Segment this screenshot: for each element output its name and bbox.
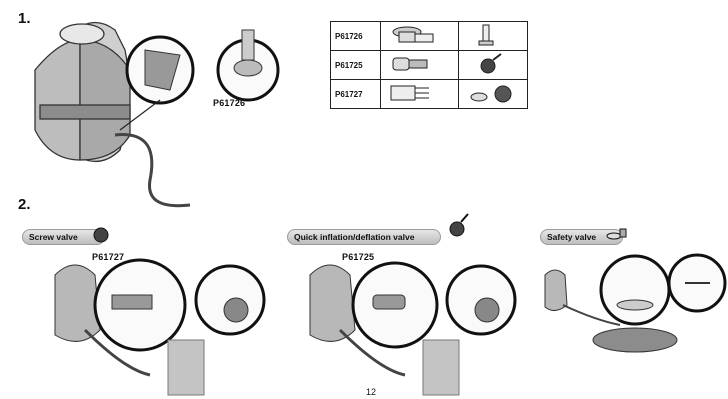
parts-table-row: P61726 xyxy=(331,22,528,51)
safety-valve-illustration xyxy=(535,245,728,390)
safety-valve-tag-label: Safety valve xyxy=(547,232,596,242)
connector-tube-icon xyxy=(463,23,523,47)
quick-valve-tag: Quick inflation/deflation valve xyxy=(287,229,441,245)
part-code: P61725 xyxy=(331,51,381,80)
parts-table: P61726 P61725 xyxy=(330,21,528,109)
pump-illustration xyxy=(35,23,130,162)
parts-table-row: P61727 xyxy=(331,80,528,109)
part-code: P61727 xyxy=(331,80,381,109)
parts-table-row: P61725 xyxy=(331,51,528,80)
screw-valve-tag-label: Screw valve xyxy=(29,232,78,242)
screw-valve-illustration xyxy=(40,255,280,395)
hose-illustration xyxy=(115,135,190,206)
part-code: P61726 xyxy=(331,22,381,51)
page-number: 12 xyxy=(366,387,376,397)
step-1-illustration xyxy=(20,10,280,215)
step-2-number: 2. xyxy=(18,196,31,213)
safety-valve-icon xyxy=(604,224,630,242)
quick-valve-icon xyxy=(463,52,523,76)
quick-valve-icon xyxy=(448,212,470,238)
screw-adapter-icon xyxy=(385,81,445,105)
quick-valve-illustration xyxy=(295,255,525,395)
elbow-adapter-icon xyxy=(385,23,445,47)
screw-valve-icon xyxy=(92,226,110,244)
quick-valve-tag-label: Quick inflation/deflation valve xyxy=(294,232,414,242)
callout-part-label: P61726 xyxy=(213,98,245,108)
screw-valve-icon xyxy=(463,81,523,105)
quick-adapter-icon xyxy=(385,52,445,76)
